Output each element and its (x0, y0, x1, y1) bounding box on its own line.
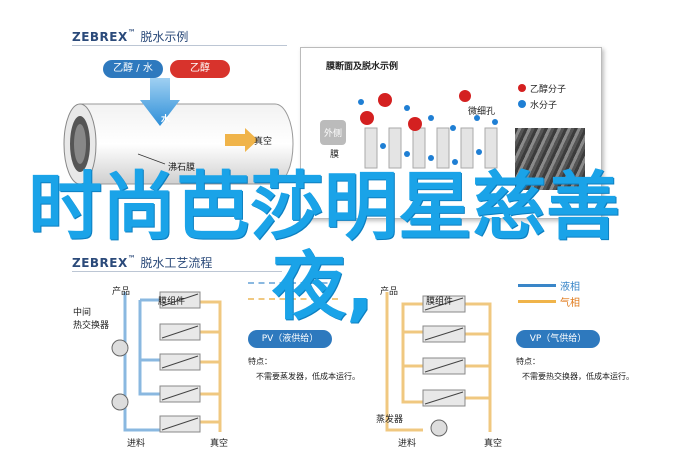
water-label: 水 (161, 115, 171, 125)
brand-name: ZEBREX (72, 30, 128, 44)
legend-liquid: 液相 (560, 282, 580, 293)
vp-feature-title: 特点： (516, 357, 540, 366)
micropore-label: 微细孔 (468, 107, 496, 117)
vp-module-label: 膜组件 (426, 297, 454, 307)
pv-feed-label: 进料 (127, 439, 146, 449)
pv-vacuum-label: 真空 (210, 439, 229, 449)
liquid-line-swatch (518, 284, 556, 287)
pv-legend-vapor-dash (248, 298, 338, 302)
vp-feature-text: 不需要热交换器，低成本运行。 (522, 372, 634, 381)
vp-evaporator-label: 蒸发器 (376, 415, 404, 425)
overlay-headline-line2: 夜, (272, 244, 375, 330)
pv-mid-hx-label-2: 热交换器 (73, 321, 110, 331)
pv-mid-hx-label-1: 中间 (73, 308, 92, 318)
pv-label-pill: PV（液供给） (248, 330, 332, 348)
trademark-mark-bottom: ™ (127, 254, 137, 263)
membrane-label: 膜 (330, 150, 340, 160)
vp-product-label: 产品 (380, 287, 399, 297)
pv-feature-title: 特点： (248, 357, 272, 366)
water-molecule-icon (518, 100, 526, 108)
pill-ethanol-water: 乙醇 / 水 (103, 60, 163, 78)
vacuum-arrow-icon (225, 128, 258, 152)
vp-feed-label: 进料 (398, 439, 417, 449)
top-title-divider (72, 45, 287, 46)
pv-module-label: 膜组件 (158, 297, 186, 307)
brand-name-bottom: ZEBREX (72, 256, 128, 270)
legend-vapor: 气相 (560, 298, 580, 309)
bottom-subtitle: 脱水工艺流程 (140, 256, 213, 270)
pv-product-label: 产品 (112, 287, 131, 297)
top-section-title: ZEBREX™ 脱水示例 (72, 28, 188, 45)
sem-photo (515, 128, 585, 190)
trademark-mark: ™ (127, 28, 137, 37)
overlay-headline-line1: 时尚芭莎明星慈善 (28, 164, 620, 250)
vp-vacuum-label: 真空 (484, 439, 503, 449)
inset-title: 膜断面及脱水示例 (326, 62, 399, 72)
ethanol-molecule-icon (518, 84, 526, 92)
bottom-section-title: ZEBREX™ 脱水工艺流程 (72, 254, 212, 271)
pv-feature-text: 不需要蒸发器，低成本运行。 (256, 372, 360, 381)
top-subtitle: 脱水示例 (140, 30, 189, 44)
vacuum-label: 真空 (254, 137, 273, 147)
pv-process-flow (111, 291, 222, 433)
outer-side-label: 外侧 (320, 120, 347, 145)
legend-water: 水分子 (530, 101, 558, 111)
vp-label-pill: VP（气供给） (516, 330, 600, 348)
pill-ethanol: 乙醇 (170, 60, 230, 78)
membrane-pores-illustration (358, 90, 498, 169)
zeolite-membrane-label: 沸石膜 (168, 163, 196, 173)
vapor-line-swatch (518, 300, 556, 303)
down-arrow-icon (140, 78, 180, 126)
vp-process-flow (385, 292, 492, 437)
legend-ethanol: 乙醇分子 (530, 85, 567, 95)
membrane-tube-illustration (63, 78, 294, 185)
bottom-title-divider (72, 271, 282, 272)
pv-legend-liquid-dash (248, 282, 338, 286)
